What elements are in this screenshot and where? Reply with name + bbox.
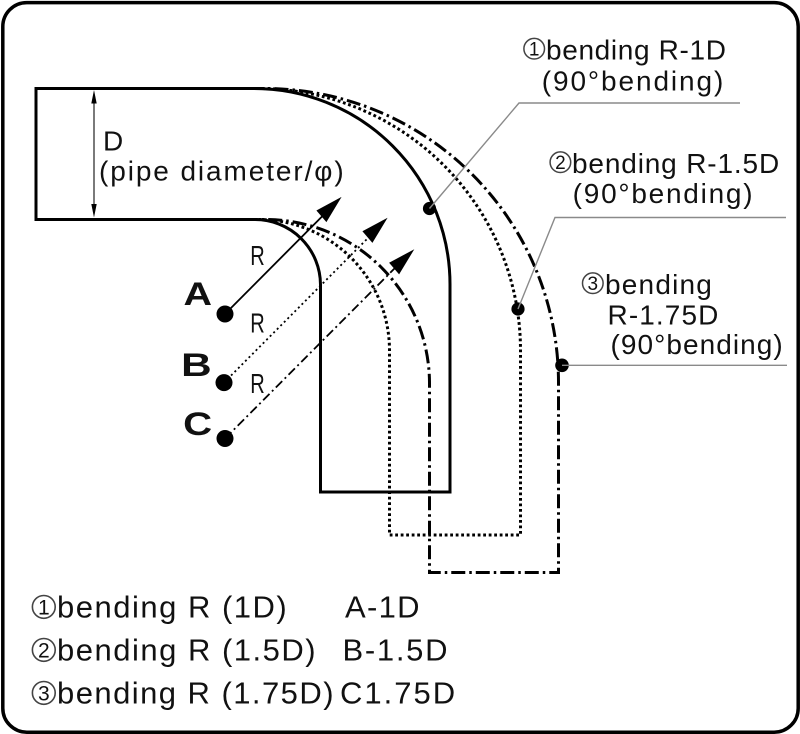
svg-text:R-1.75D: R-1.75D <box>608 300 720 331</box>
svg-text:(90°bending): (90°bending) <box>611 329 784 360</box>
svg-text:1: 1 <box>529 40 540 61</box>
svg-text:1: 1 <box>38 596 50 619</box>
svg-text:C: C <box>183 406 212 442</box>
svg-text:A-1D: A-1D <box>345 590 421 625</box>
svg-text:A: A <box>184 276 213 312</box>
svg-text:2: 2 <box>38 639 50 662</box>
svg-text:3: 3 <box>588 274 599 295</box>
svg-text:R: R <box>250 240 265 271</box>
svg-text:B-1.5D: B-1.5D <box>343 633 450 668</box>
svg-text:3: 3 <box>38 682 50 705</box>
svg-text:bending R-1.5D: bending R-1.5D <box>572 148 780 179</box>
svg-text:C1.75D: C1.75D <box>340 676 457 711</box>
svg-text:bending: bending <box>605 269 713 300</box>
svg-text:(pipe diameter/φ): (pipe diameter/φ) <box>99 156 346 187</box>
svg-text:R: R <box>250 307 265 338</box>
svg-text:2: 2 <box>555 153 566 174</box>
svg-text:(90°bending): (90°bending) <box>542 66 725 97</box>
svg-text:D: D <box>103 126 123 157</box>
svg-text:R: R <box>250 368 265 399</box>
svg-text:(90°bending): (90°bending) <box>573 178 755 209</box>
svg-text:bending R (1D): bending R (1D) <box>57 590 288 625</box>
svg-text:bending R-1D: bending R-1D <box>546 35 727 66</box>
svg-text:bending R (1.5D): bending R (1.5D) <box>57 633 317 668</box>
svg-text:bending R (1.75D): bending R (1.75D) <box>57 676 335 711</box>
svg-text:B: B <box>181 347 212 383</box>
